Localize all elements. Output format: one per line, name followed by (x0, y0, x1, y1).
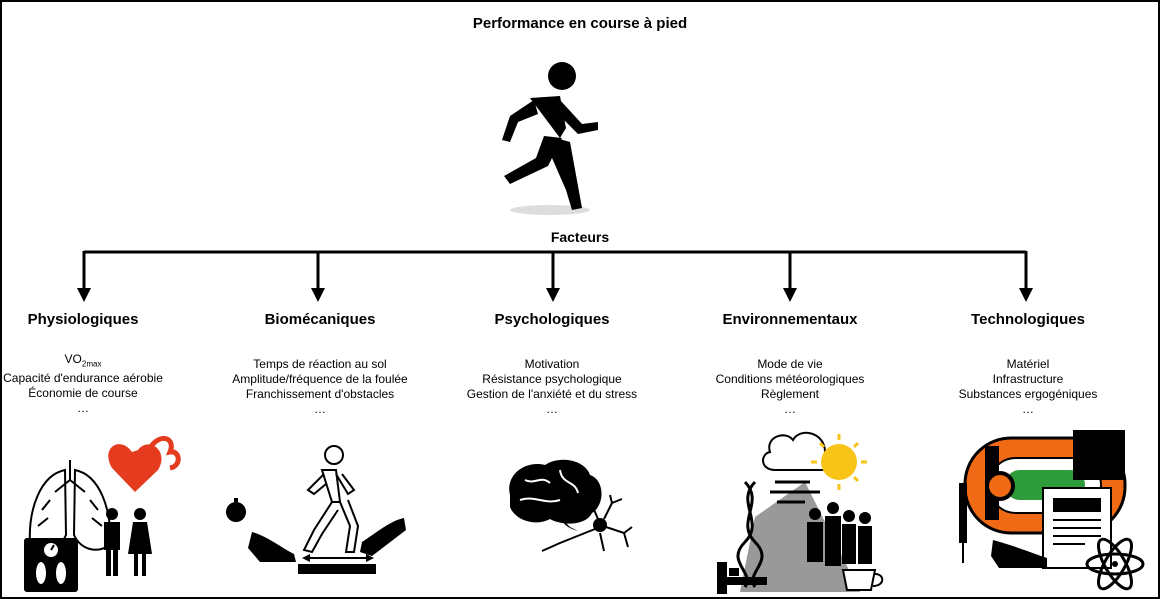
list-item: … (77, 401, 89, 416)
lungs-heart-scale-icon (24, 436, 181, 592)
column-heading: Biomécaniques (264, 311, 376, 328)
list-item: Capacité d'endurance aérobie (3, 371, 163, 386)
list-item: Conditions météorologiques (715, 372, 865, 386)
arrow-techno (1019, 251, 1033, 302)
list-item: Infrastructure (992, 372, 1064, 386)
column-heading: Psychologiques (494, 311, 610, 328)
runner-icon (502, 62, 598, 215)
column-biomecaniques: Biomécaniques Temps de réaction au sol A… (210, 310, 430, 417)
list-item: … (546, 402, 558, 416)
weather-dna-people-icon (717, 431, 884, 594)
arrow-psycho (546, 251, 560, 302)
list-item: Gestion de l'anxiété et du stress (466, 387, 638, 401)
list-item: Mode de vie (757, 357, 823, 371)
track-gear-icon (959, 430, 1145, 591)
list-item: … (314, 402, 326, 416)
list-item: … (784, 402, 796, 416)
list-item: Matériel (1006, 357, 1050, 371)
list-item: Règlement (760, 387, 820, 401)
column-technologiques: Technologiques Matériel Infrastructure S… (918, 310, 1138, 417)
column-heading: Environnementaux (722, 311, 858, 328)
list-item: Motivation (524, 357, 580, 371)
column-environnementaux: Environnementaux Mode de vie Conditions … (680, 310, 900, 417)
walking-stride-icon (226, 445, 406, 574)
list-item: … (1022, 402, 1034, 416)
list-item: Amplitude/fréquence de la foulée (232, 372, 408, 386)
list-item: Économie de course (28, 386, 138, 401)
column-heading: Physiologiques (27, 311, 139, 328)
column-physiologiques: Physiologiques VO2max Capacité d'enduran… (0, 310, 193, 416)
arrow-env (783, 251, 797, 302)
list-item: Substances ergogéniques (958, 387, 1098, 401)
list-item: Franchissement d'obstacles (245, 387, 395, 401)
arrow-physio (77, 251, 91, 302)
factors-label: Facteurs (550, 229, 610, 245)
arrow-bio (311, 251, 325, 302)
diagram-title: Performance en course à pied (472, 15, 688, 32)
factor-tree-lines (77, 250, 1033, 302)
list-item: VO2max (64, 352, 102, 369)
brain-neuron-icon (509, 459, 633, 552)
column-heading: Technologiques (971, 311, 1085, 328)
list-item: Résistance psychologique (482, 372, 622, 386)
column-psychologiques: Psychologiques Motivation Résistance psy… (442, 310, 662, 417)
subscript: 2max (81, 359, 102, 369)
list-item: Temps de réaction au sol (253, 357, 387, 371)
